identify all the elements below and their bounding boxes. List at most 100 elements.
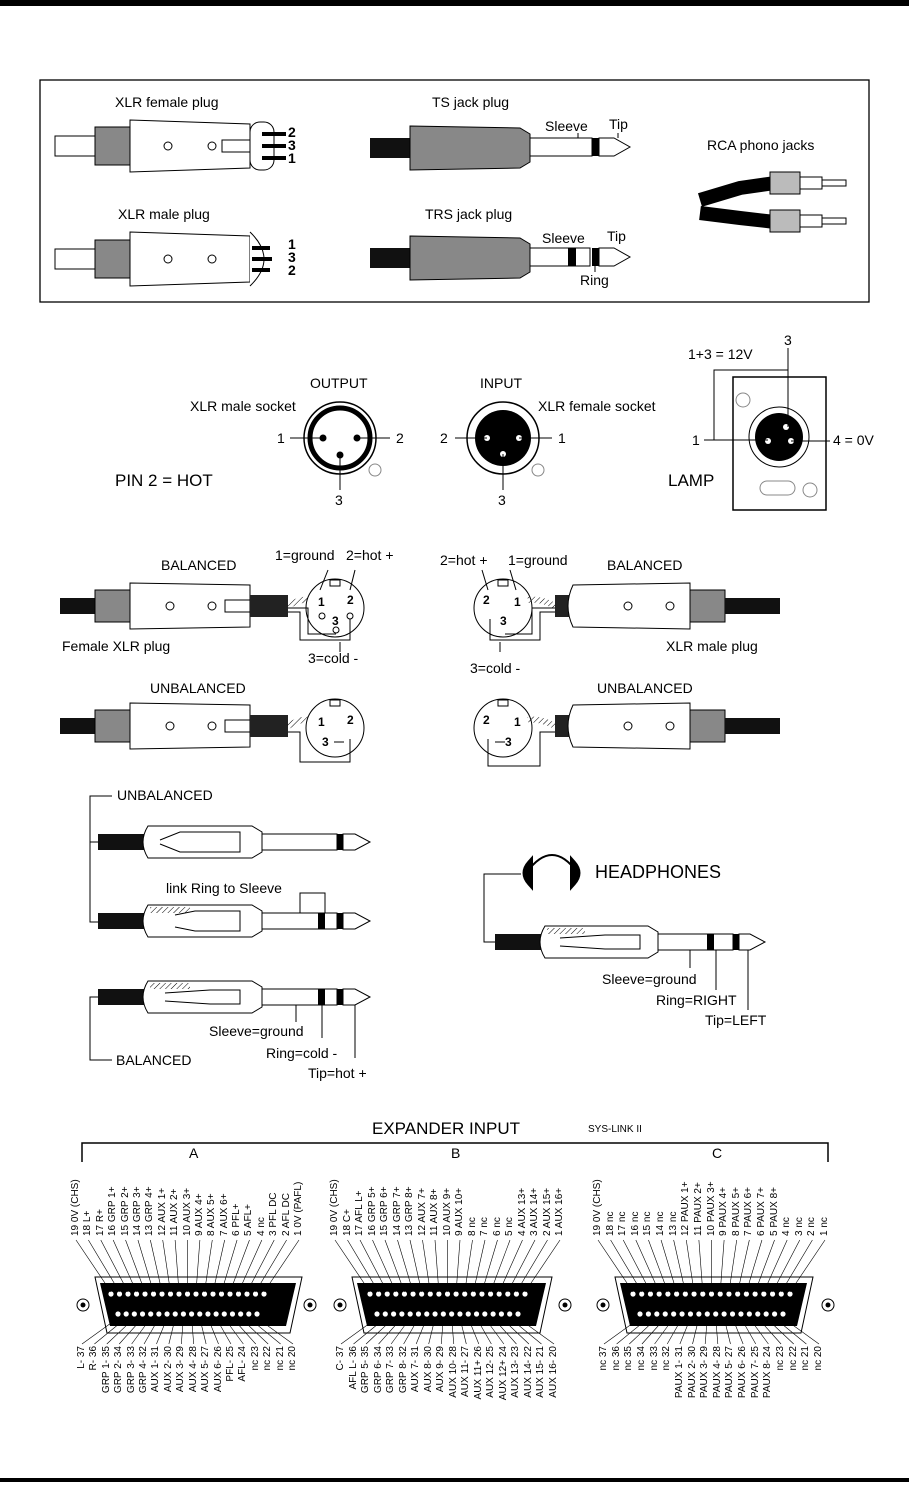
svg-text:1: 1 — [514, 715, 521, 729]
c-bottom-pin-label: nc 20 — [813, 1346, 824, 1371]
cold-right-label: 3=cold - — [470, 660, 521, 676]
b-top-pin-lead — [464, 1239, 473, 1293]
c-bottom-pin-dot — [704, 1311, 710, 1317]
c-top-pin-lead — [648, 1239, 669, 1293]
a-top-pin-dot — [125, 1291, 131, 1297]
c-bottom-pin-label: PAUX 8- 24 — [762, 1346, 774, 1399]
a-top-pin-dot — [116, 1291, 123, 1297]
a-bottom-pin-dot — [197, 1311, 203, 1317]
a-top-pin-label: 14 GRP 3+ — [131, 1186, 143, 1236]
balanced-left-label: BALANCED — [161, 557, 237, 573]
c-top-pin-lead — [772, 1239, 801, 1293]
c-top-pin-label: 3 nc — [793, 1217, 805, 1236]
lamp-12v-label: 1+3 = 12V — [688, 346, 753, 362]
c-top-pin-lead — [781, 1239, 813, 1293]
c-top-pin-lead — [737, 1239, 750, 1293]
c-bottom-pin-dot — [662, 1311, 668, 1317]
hp-tip-label: Tip=LEFT — [705, 1012, 767, 1028]
c-top-pin-dot — [769, 1291, 776, 1297]
b-top-pin-label: 16 GRP 5+ — [366, 1186, 378, 1236]
c-top-pin-label: 4 nc — [781, 1217, 793, 1236]
b-bottom-pin-label: GRP 5- 35 — [360, 1346, 372, 1394]
a-bottom-pin-lead — [224, 1317, 244, 1345]
b-top-pin-lead — [347, 1239, 379, 1293]
c-top-pin-lead — [789, 1239, 826, 1293]
a-bottom-pin-dot — [188, 1311, 195, 1317]
b-top-pin-label: 10 AUX 9+ — [441, 1187, 453, 1236]
c-bottom-pin-lead — [715, 1317, 719, 1345]
b-bottom-pin-label: AUX 16- 20 — [548, 1346, 559, 1398]
c-top-pin-dot — [708, 1291, 715, 1297]
balanced-right-label: BALANCED — [607, 557, 683, 573]
b-bottom-pin-lead — [509, 1317, 542, 1345]
b-top-pin-label: 2 AUX 15+ — [541, 1187, 553, 1236]
b-bottom-pin-lead — [365, 1317, 394, 1345]
b-top-pin-lead — [409, 1239, 422, 1293]
a-bottom-pin-dot — [148, 1311, 154, 1317]
input-pin-2: 2 — [440, 430, 448, 446]
a-top-pin-dot — [218, 1291, 225, 1297]
svg-text:2: 2 — [483, 593, 490, 607]
a-top-pin-label: 10 AUX 3+ — [181, 1187, 193, 1236]
a-bottom-pin-dot — [254, 1311, 260, 1317]
c-bottom-pin-dot — [746, 1311, 752, 1317]
b-top-pin-lead — [372, 1239, 397, 1293]
a-top-pin-lead — [75, 1239, 112, 1293]
a-bottom-pin-lead — [168, 1317, 176, 1345]
b-bottom-pin-dot — [415, 1311, 422, 1317]
input-pin-1: 1 — [558, 430, 566, 446]
tip-hot-label: Tip=hot + — [308, 1065, 367, 1081]
c-top-pin-label: 12 PAUX 1+ — [680, 1181, 692, 1236]
ring-cold-label: Ring=cold - — [266, 1045, 338, 1061]
a-top-pin-label: 16 GRP 1+ — [107, 1186, 119, 1236]
c-bottom-pin-lead — [723, 1317, 731, 1345]
b-top-pin-lead — [490, 1239, 511, 1293]
a-top-pin-dot — [184, 1291, 191, 1297]
b-top-pin-lead — [524, 1239, 561, 1293]
b-top-pin-label: 14 GRP 7+ — [391, 1186, 403, 1236]
a-top-pin-lead — [137, 1239, 154, 1293]
xlr-male-socket-label: XLR male socket — [190, 398, 296, 414]
c-bottom-pin-label: nc 34 — [635, 1346, 647, 1371]
a-top-pin-label: 9 AUX 4+ — [193, 1193, 205, 1236]
a-top-pin-label: 6 PFL+ — [231, 1203, 243, 1236]
balanced-female-xlr-wiring-icon: 1 2 3 — [60, 569, 365, 652]
c-top-pin-label: 14 nc — [655, 1211, 667, 1236]
c-top-pin-dot — [647, 1291, 654, 1297]
a-bottom-pin-label: GRP 3- 33 — [125, 1346, 137, 1394]
c-bottom-pin-lead — [765, 1317, 794, 1345]
dsub-pin-dots — [108, 1291, 793, 1317]
b-bottom-pin-label: AUX 11- 27 — [460, 1346, 472, 1397]
b-bottom-pin-lead — [467, 1317, 480, 1345]
a-top-pin-label: 11 AUX 2+ — [169, 1188, 181, 1236]
b-bottom-pin-label: AUX 7- 31 — [410, 1346, 422, 1393]
section-a-label: A — [189, 1145, 199, 1161]
b-top-pin-dot — [462, 1291, 468, 1297]
b-top-pin-label: 12 AUX 7+ — [416, 1187, 428, 1236]
c-top-pin-dot — [700, 1291, 706, 1297]
b-bottom-pin-lead — [484, 1317, 505, 1345]
expander-bracket — [81, 1142, 829, 1162]
c-top-pin-dot — [726, 1291, 732, 1297]
b-bottom-pin-dot — [440, 1311, 446, 1317]
trs-sleeve-label: Sleeve — [542, 230, 585, 246]
b-bottom-pin-label: GRP 6- 34 — [372, 1346, 384, 1394]
b-top-pin-lead — [473, 1239, 486, 1293]
b-top-pin-dot — [487, 1291, 494, 1297]
a-bottom-pin-dot — [139, 1311, 146, 1317]
ts-jack-plug-icon — [370, 125, 632, 171]
b-bottom-pin-label: AFL L- 36 — [347, 1346, 359, 1390]
b-top-pin-lead — [422, 1239, 431, 1293]
a-bottom-pin-label: GRP 4- 32 — [138, 1346, 150, 1394]
c-bottom-pin-dot — [654, 1311, 660, 1317]
a-bottom-pin-label: AUX 4- 28 — [187, 1346, 199, 1393]
c-bottom-pin-label: PAUX 7- 25 — [749, 1346, 761, 1399]
b-bottom-pin-label: GRP 8- 32 — [397, 1346, 409, 1394]
b-top-pin-dot — [505, 1291, 511, 1297]
ground-right-label: 1=ground — [508, 552, 568, 568]
headphones-label: HEADPHONES — [595, 862, 722, 882]
b-top-pin-label: 15 GRP 6+ — [379, 1186, 390, 1236]
c-bottom-pin-lead — [603, 1317, 641, 1345]
c-bottom-pin-label: PAUX 4- 28 — [711, 1346, 723, 1399]
c-bottom-pin-lead — [732, 1317, 744, 1345]
